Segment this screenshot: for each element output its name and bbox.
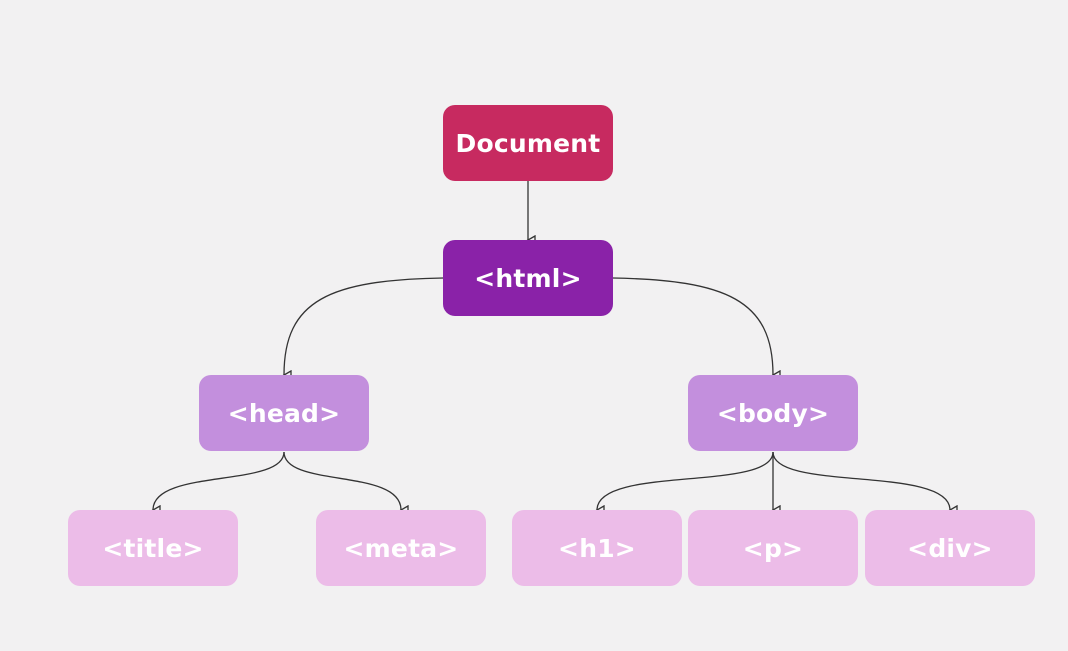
edge-body-h1 [597,451,774,510]
node-head: <head> [199,375,369,451]
node-h1: <h1> [512,510,682,586]
edge-head-title [153,451,285,510]
edge-html-head [284,277,444,375]
node-meta: <meta> [316,510,486,586]
edge-html-body [612,277,773,375]
node-p: <p> [688,510,858,586]
edge-head-meta [283,451,401,510]
node-title: <title> [68,510,238,586]
node-div: <div> [865,510,1035,586]
edge-body-div [772,451,950,510]
node-document: Document [443,105,613,181]
node-body: <body> [688,375,858,451]
node-html: <html> [443,240,613,316]
